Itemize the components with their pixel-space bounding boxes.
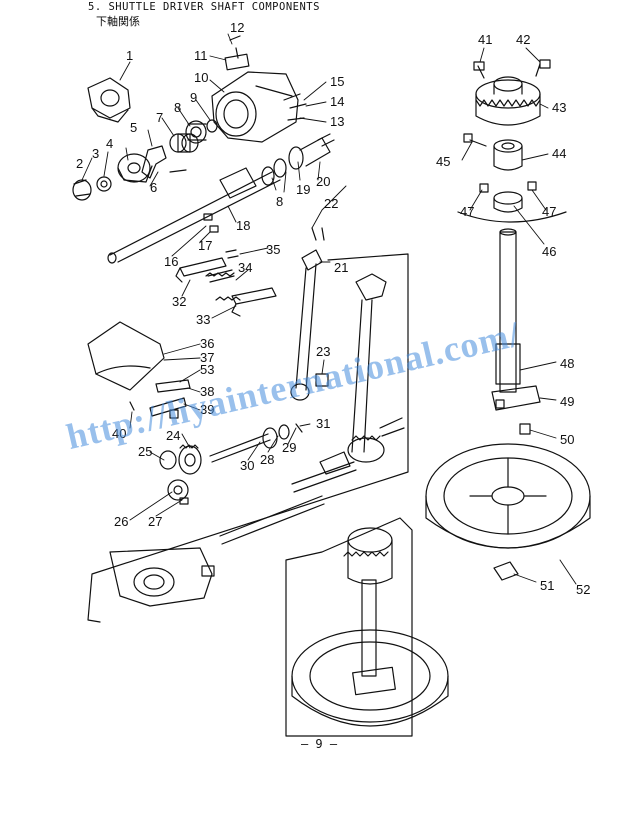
part-number-callouts: 1 2 3 4 5 6 7 8 9 10 11 12 13 14 15 16 1… — [76, 20, 590, 597]
callout-23: 23 — [316, 344, 330, 359]
callout-35: 35 — [266, 242, 280, 257]
callout-26: 26 — [114, 514, 128, 529]
callout-37: 37 — [200, 350, 214, 365]
part-gears-24-27 — [159, 444, 202, 505]
callout-51: 51 — [540, 578, 554, 593]
callout-39: 39 — [200, 402, 214, 417]
callout-14: 14 — [330, 94, 344, 109]
callout-19: 19 — [296, 182, 310, 197]
callout-5: 5 — [130, 120, 137, 135]
part-levers-32-35 — [175, 249, 277, 317]
part-upper-gear-43 — [473, 59, 551, 126]
callout-13: 13 — [330, 114, 344, 129]
callout-49: 49 — [560, 394, 574, 409]
callout-1: 1 — [126, 48, 133, 63]
callout-17: 17 — [198, 238, 212, 253]
page-header: 5. SHUTTLE DRIVER SHAFT COMPONENTS 下軸関係 — [88, 1, 320, 29]
callout-10: 10 — [194, 70, 208, 85]
part-gear-cluster-left — [72, 153, 153, 201]
callout-52: 52 — [576, 582, 590, 597]
callout-25: 25 — [138, 444, 152, 459]
part-cover-36-37 — [87, 321, 165, 391]
callout-20: 20 — [316, 174, 330, 189]
part-shaft-housing — [211, 35, 307, 143]
part-handwheel-52 — [425, 443, 591, 581]
part-small-components-38-40 — [129, 379, 191, 419]
page-subtitle-japanese: 下軸関係 — [96, 15, 140, 28]
part-rear-assembly-panel — [87, 253, 409, 623]
callout-22: 22 — [324, 196, 338, 211]
callout-53: 53 — [200, 362, 214, 377]
callout-48: 48 — [560, 356, 574, 371]
part-hook-housing — [87, 77, 131, 123]
callout-31: 31 — [316, 416, 330, 431]
callout-16: 16 — [164, 254, 178, 269]
callout-27: 27 — [148, 514, 162, 529]
callout-3: 3 — [92, 146, 99, 161]
callout-47b: 47 — [542, 204, 556, 219]
callout-8b: 8 — [276, 194, 283, 209]
callout-12: 12 — [230, 20, 244, 35]
callout-47a: 47 — [460, 204, 474, 219]
callout-32: 32 — [172, 294, 186, 309]
part-shuttle-driver-shaft — [107, 133, 335, 264]
callout-6: 6 — [150, 180, 157, 195]
callout-9: 9 — [190, 90, 197, 105]
page-number: — 9 — — [300, 737, 338, 751]
callout-33: 33 — [196, 312, 210, 327]
callout-2: 2 — [76, 156, 83, 171]
part-collar-46-47 — [457, 181, 567, 223]
callout-4: 4 — [106, 136, 113, 151]
callout-28: 28 — [260, 452, 274, 467]
part-bracket-5-6 — [141, 145, 187, 179]
part-screws-17 — [203, 213, 219, 233]
callout-43: 43 — [552, 100, 566, 115]
callout-50: 50 — [560, 432, 574, 447]
callout-30: 30 — [240, 458, 254, 473]
callout-40: 40 — [112, 426, 126, 441]
callout-11: 11 — [194, 48, 208, 63]
page-title: 5. SHUTTLE DRIVER SHAFT COMPONENTS — [88, 1, 320, 13]
callout-18: 18 — [236, 218, 250, 233]
callout-45: 45 — [436, 154, 450, 169]
callout-44: 44 — [552, 146, 566, 161]
callout-41: 41 — [478, 32, 492, 47]
leader-lines — [81, 33, 577, 585]
callout-46: 46 — [542, 244, 556, 259]
part-vertical-shaft-48-49 — [491, 228, 541, 435]
callout-21: 21 — [334, 260, 348, 275]
part-handwheel-inset — [285, 517, 449, 737]
callout-38: 38 — [200, 384, 214, 399]
callout-36: 36 — [200, 336, 214, 351]
callout-34: 34 — [238, 260, 252, 275]
callout-24: 24 — [166, 428, 180, 443]
part-collar-44 — [463, 133, 523, 171]
callout-42: 42 — [516, 32, 530, 47]
callout-8: 8 — [174, 100, 181, 115]
callout-15: 15 — [330, 74, 344, 89]
part-bearings-7-9 — [169, 119, 218, 153]
callout-7: 7 — [156, 110, 163, 125]
callout-29: 29 — [282, 440, 296, 455]
